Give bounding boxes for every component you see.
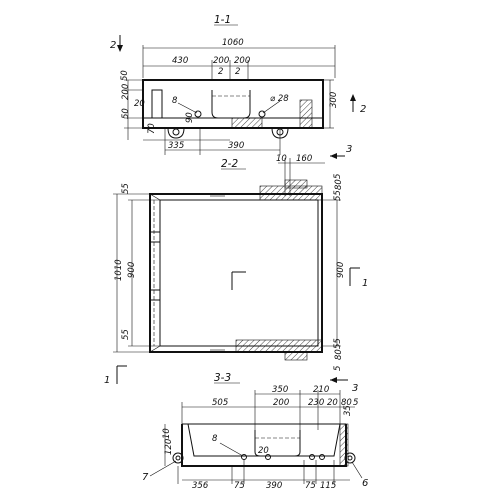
plan-inner-outline bbox=[159, 199, 319, 347]
callout-20: 20 bbox=[258, 446, 269, 456]
cut-arrow-head bbox=[117, 45, 123, 52]
hatched-wall bbox=[231, 117, 263, 129]
insert bbox=[319, 454, 325, 460]
leader-6 bbox=[351, 461, 363, 479]
insert bbox=[241, 454, 247, 460]
section-2-2: 2-2 3 10 160 bbox=[104, 144, 368, 386]
cut-mark-3-top: 3 bbox=[346, 144, 352, 155]
plan-outer-outline bbox=[149, 193, 323, 353]
dim-10: 10 bbox=[162, 428, 172, 439]
dim-55-top-right: 55 bbox=[333, 190, 343, 201]
lifting-loop-right bbox=[344, 452, 356, 464]
cut-mark-3-bottom: 3 bbox=[352, 383, 358, 394]
hatched-step-bottom bbox=[284, 351, 308, 361]
section-2-2-title: 2-2 bbox=[221, 158, 238, 170]
cut-mark-1-right: 1 bbox=[362, 278, 368, 289]
callout-dia-28: ⌀ 28 bbox=[270, 94, 289, 104]
dim-70: 70 bbox=[147, 123, 157, 134]
dim-2-a: 2 bbox=[218, 67, 223, 77]
section-1-1-title: 1-1 bbox=[214, 14, 231, 26]
insert-left bbox=[194, 110, 202, 118]
loop-hole bbox=[175, 455, 181, 461]
dim-390: 390 bbox=[266, 481, 282, 491]
dim-80: 80 bbox=[341, 398, 352, 408]
leader-8 bbox=[219, 442, 244, 457]
insert-right bbox=[258, 110, 266, 118]
dim-5: 5 bbox=[353, 398, 358, 408]
dim-120: 120 bbox=[164, 439, 174, 455]
dim-300: 300 bbox=[329, 92, 339, 108]
lifting-loop-left bbox=[167, 127, 185, 139]
cut-mark-2-left: 2 bbox=[110, 40, 116, 51]
dim-200: 200 bbox=[273, 398, 289, 408]
hatched-wall-right bbox=[299, 99, 313, 129]
dim-1060: 1060 bbox=[222, 38, 244, 48]
section-3-3: 3-3 3 350 210 505 200 230 20 80 5 35 bbox=[142, 372, 368, 491]
section-3-3-title: 3-3 bbox=[214, 372, 231, 384]
leader-dia bbox=[262, 100, 281, 114]
dim-35: 35 bbox=[343, 405, 353, 416]
dim-50-top: 50 bbox=[120, 70, 130, 81]
cut-arrow-head bbox=[350, 94, 356, 101]
dim-210: 210 bbox=[313, 385, 329, 395]
cut-arrow-head bbox=[330, 377, 337, 383]
dim-390: 390 bbox=[228, 141, 244, 151]
dim-75-b: 75 bbox=[305, 481, 316, 491]
dim-75-a: 75 bbox=[234, 481, 245, 491]
dim-80-bottom: 80 bbox=[334, 349, 344, 360]
inner-step bbox=[151, 89, 163, 119]
dim-430: 430 bbox=[172, 56, 188, 66]
dim-200-a: 200 bbox=[213, 56, 229, 66]
dim-335: 335 bbox=[168, 141, 184, 151]
dim-2-b: 2 bbox=[235, 67, 240, 77]
dim-5-top: 5 bbox=[333, 174, 343, 179]
dim-200-b: 200 bbox=[234, 56, 250, 66]
dim-350: 350 bbox=[272, 385, 288, 395]
insert bbox=[265, 454, 271, 460]
dim-55-bottom: 55 bbox=[121, 329, 131, 340]
dim-20: 20 bbox=[327, 398, 338, 408]
corner-line bbox=[149, 345, 161, 353]
callout-90: 90 bbox=[185, 112, 195, 123]
cut-mark-1-left: 1 bbox=[104, 375, 110, 386]
dim-5-bottom: 5 bbox=[333, 366, 343, 371]
dim-505: 505 bbox=[212, 398, 228, 408]
wall-insert bbox=[149, 231, 161, 243]
callout-8: 8 bbox=[172, 96, 178, 106]
dim-200-vertical: 200 bbox=[121, 84, 131, 100]
cut-arrow-head bbox=[330, 153, 337, 159]
callout-8: 8 bbox=[212, 434, 218, 444]
dim-900-left: 900 bbox=[127, 262, 137, 278]
dim-115: 115 bbox=[320, 481, 336, 491]
recess-outline bbox=[211, 90, 251, 119]
insert bbox=[309, 454, 315, 460]
lifting-loop-left bbox=[172, 452, 184, 464]
dim-230: 230 bbox=[308, 398, 324, 408]
hatched-wall bbox=[339, 423, 349, 467]
hatched-wall-bottom bbox=[235, 339, 323, 353]
dim-20: 20 bbox=[134, 99, 145, 109]
loop-hole bbox=[347, 455, 353, 461]
recess-outline bbox=[254, 430, 301, 457]
wall-insert bbox=[149, 289, 161, 301]
leader-8 bbox=[177, 102, 198, 114]
dim-50-bottom: 50 bbox=[121, 108, 131, 119]
dim-1010: 1010 bbox=[114, 259, 124, 281]
corner-line bbox=[149, 193, 161, 201]
dim-10: 10 bbox=[276, 154, 287, 164]
marker-7: 7 bbox=[142, 472, 149, 483]
marker-6: 6 bbox=[362, 478, 368, 489]
leader-7 bbox=[149, 460, 177, 477]
dim-80-top: 80 bbox=[334, 179, 344, 190]
dim-356: 356 bbox=[192, 481, 209, 491]
hatched-step-top bbox=[284, 179, 308, 189]
dim-55-top: 55 bbox=[121, 183, 131, 194]
cut-mark-2-right: 2 bbox=[360, 104, 366, 115]
loop-hole bbox=[172, 128, 180, 136]
dim-900-right: 900 bbox=[336, 262, 346, 278]
section-1-1: 1-1 2 2 1060 430 200 200 2 2 bbox=[110, 14, 366, 155]
dim-160: 160 bbox=[296, 154, 312, 164]
dim-55-bottom-right: 55 bbox=[333, 338, 343, 349]
